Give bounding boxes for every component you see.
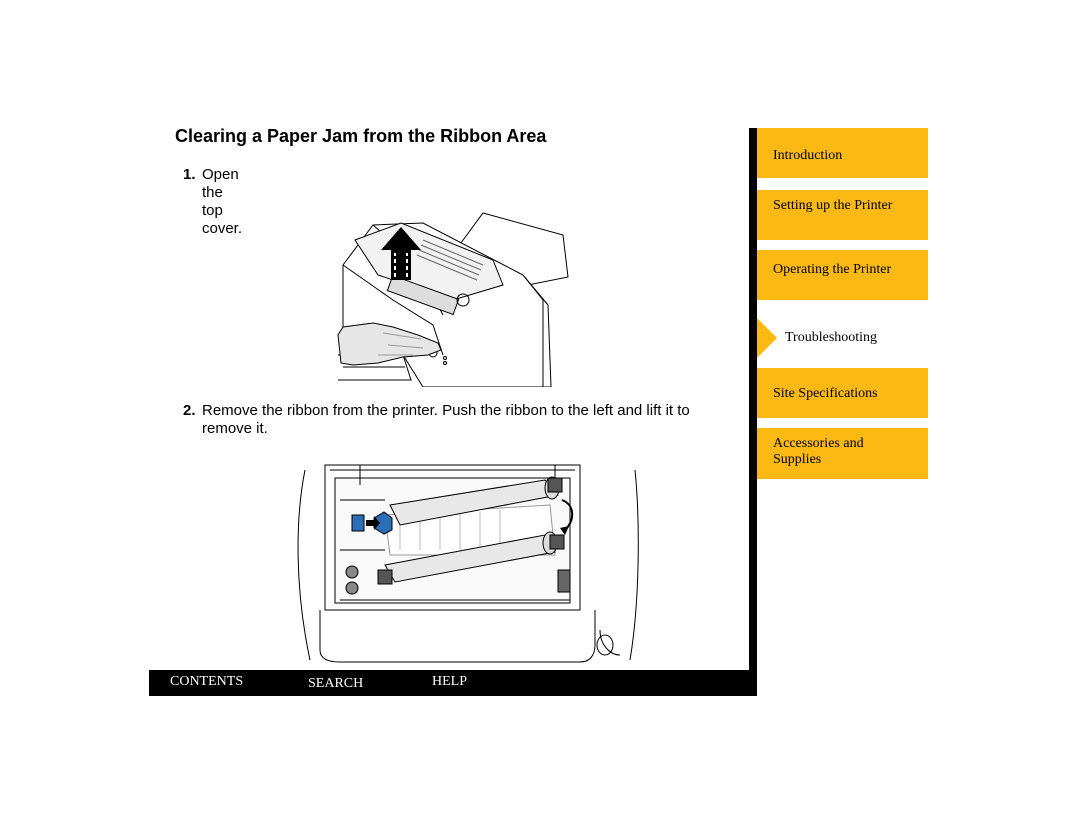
sidebar-item-label: Accessories and Supplies	[773, 436, 864, 467]
page-title: Clearing a Paper Jam from the Ribbon Are…	[175, 126, 547, 146]
active-pointer-icon	[757, 318, 777, 358]
sidebar-item-label: Operating the Printer	[773, 262, 892, 277]
step-number: 2.	[183, 402, 196, 419]
footer-nav-bar	[149, 670, 757, 696]
sidebar-item-label: Introduction	[773, 148, 843, 163]
search-link[interactable]: SEARCH	[308, 676, 364, 691]
sidebar-item-operating[interactable]: Operating the Printer	[757, 250, 928, 300]
content-divider	[749, 128, 757, 696]
step-number: 1.	[183, 166, 196, 183]
sidebar-item-introduction[interactable]: Introduction	[757, 128, 928, 178]
printer-ribbon-removal-illustration	[297, 464, 639, 663]
help-link[interactable]: HELP	[432, 674, 467, 689]
printer-open-cover-illustration	[337, 212, 569, 387]
sidebar-item-label: Site Specifications	[773, 386, 878, 401]
sidebar-item-setting-up[interactable]: Setting up the Printer	[757, 190, 928, 240]
contents-link[interactable]: CONTENTS	[170, 674, 244, 689]
sidebar-item-site-specifications[interactable]: Site Specifications	[757, 368, 928, 418]
sidebar-item-accessories[interactable]: Accessories and Supplies	[757, 428, 928, 479]
sidebar-item-label: Setting up the Printer	[773, 198, 893, 213]
sidebar-item-troubleshooting[interactable]: Troubleshooting	[757, 318, 928, 358]
sidebar-item-label: Troubleshooting	[785, 330, 878, 345]
step-text: Remove the ribbon from the printer. Push…	[202, 402, 690, 437]
step-text: Open the top cover.	[202, 166, 243, 237]
